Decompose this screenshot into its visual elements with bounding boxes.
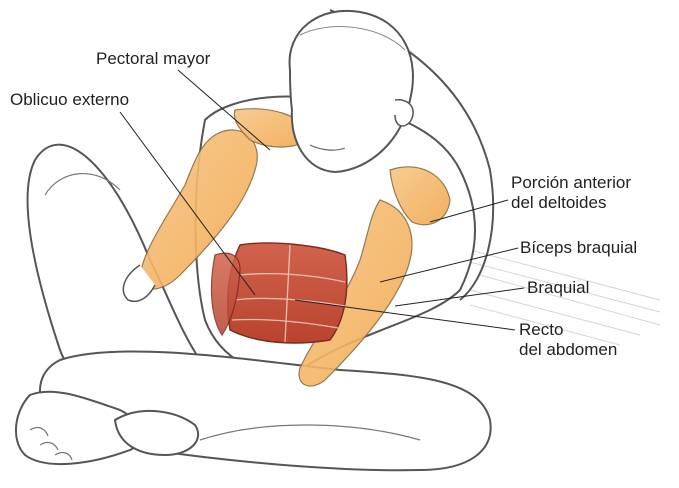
label-biceps-braquial: Bíceps braquial <box>520 238 637 258</box>
label-recto-del-abdomen: Recto del abdomen <box>519 320 617 360</box>
label-porcion-line2: del deltoides <box>511 193 631 213</box>
label-recto-line2: del abdomen <box>519 340 617 360</box>
label-porcion-line1: Porción anterior <box>511 173 631 193</box>
label-pectoral-mayor: Pectoral mayor <box>96 49 210 69</box>
label-braquial: Braquial <box>527 278 589 298</box>
label-porcion-anterior-deltoides: Porción anterior del deltoides <box>511 173 631 213</box>
label-oblicuo-externo: Oblicuo externo <box>10 90 129 110</box>
label-recto-line1: Recto <box>519 320 617 340</box>
